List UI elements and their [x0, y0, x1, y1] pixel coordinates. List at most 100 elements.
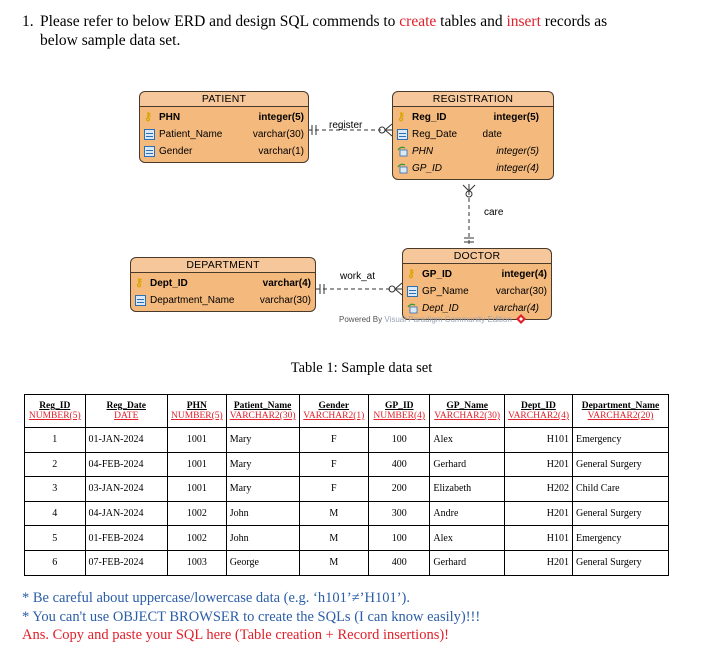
- register-connector: [308, 123, 393, 137]
- attr-name: Department_Name: [150, 295, 235, 306]
- attr-name: Reg_Date: [412, 129, 458, 140]
- cell-gp-name: Gerhard: [429, 549, 505, 576]
- attr-name: Dept_ID: [150, 278, 188, 289]
- column-icon: [407, 286, 418, 297]
- note-case-sensitivity: * Be careful about uppercase/lowercase d…: [22, 590, 411, 606]
- cell-reg-date: 03-JAN-2024: [84, 476, 168, 502]
- table-row: 4 04-JAN-2024 1002 John M 300 Andre H201…: [24, 500, 669, 527]
- attr-type: integer(5): [496, 146, 539, 157]
- cell-gp-name: Elizabeth: [429, 476, 505, 502]
- cell-gp-id: 400: [368, 451, 431, 478]
- column-icon: [135, 295, 146, 306]
- cell-phn: 1001: [166, 451, 227, 478]
- entity-department: DEPARTMENT ⚷ Dept_ID varchar(4) Departme…: [130, 257, 316, 312]
- attr-type: varchar(1): [258, 146, 304, 157]
- cell-gp-name: Alex: [429, 525, 505, 551]
- watermark-brand: Visual Paradigm Community Edition: [384, 315, 512, 324]
- primary-key-icon: ⚷: [144, 111, 153, 123]
- question-number: 1.: [22, 13, 34, 30]
- cell-dept-id: H101: [503, 427, 574, 453]
- cell-dept-id: H201: [503, 500, 574, 527]
- primary-key-icon: ⚷: [397, 111, 406, 123]
- attr-name: Reg_ID: [412, 112, 447, 123]
- attr-type: date: [482, 129, 502, 140]
- table-row: 3 03-JAN-2024 1001 Mary F 200 Elizabeth …: [24, 476, 669, 502]
- attr-name: Dept_ID: [422, 303, 459, 314]
- entity-title: DOCTOR: [402, 248, 552, 263]
- attr-name: GP_ID: [412, 163, 443, 174]
- entity-title: DEPARTMENT: [130, 257, 316, 272]
- attr-type: integer(4): [501, 269, 547, 280]
- entity-doctor: DOCTOR ⚷ GP_ID integer(4) GP_Name varcha…: [402, 248, 552, 320]
- cell-patient-name: Mary: [225, 427, 300, 453]
- cell-reg-date: 04-JAN-2024: [84, 500, 168, 527]
- question-part3: records as: [540, 13, 608, 30]
- erd-connectors: [308, 123, 476, 296]
- attr-name: GP_Name: [422, 286, 469, 297]
- primary-key-icon: ⚷: [135, 277, 144, 289]
- attr-type: varchar(30): [252, 129, 304, 140]
- question-part2: tables and: [436, 13, 507, 30]
- column-icon: [397, 129, 408, 140]
- cell-gp-name: Gerhard: [429, 451, 505, 478]
- cell-phn: 1003: [166, 549, 227, 576]
- cell-gp-id: 300: [368, 500, 431, 527]
- keyword-insert: insert: [506, 13, 541, 30]
- cell-gender: M: [298, 549, 370, 576]
- attr-row: ⚷ PHN integer(5): [144, 109, 304, 126]
- attr-type: varchar(30): [259, 295, 311, 306]
- entity-registration: REGISTRATION ⚷ Reg_ID integer(5) Reg_Dat…: [392, 91, 554, 180]
- cell-department-name: General Surgery: [572, 549, 669, 576]
- primary-key-icon: ⚷: [407, 268, 416, 280]
- cell-reg-id: 6: [24, 549, 86, 576]
- table-row: 6 07-FEB-2024 1003 George M 400 Gerhard …: [24, 549, 669, 576]
- cell-patient-name: Mary: [225, 451, 300, 478]
- cell-gp-id: 400: [368, 549, 431, 576]
- question-part1: Please refer to below ERD and design SQL…: [40, 13, 400, 30]
- attr-name: GP_ID: [422, 269, 453, 280]
- cell-gender: M: [298, 525, 370, 551]
- question-text: 1. Please refer to below ERD and design S…: [22, 12, 712, 50]
- cell-patient-name: John: [225, 525, 300, 551]
- cell-department-name: Emergency: [572, 427, 669, 453]
- cell-reg-date: 01-FEB-2024: [84, 525, 168, 551]
- cell-reg-id: 2: [24, 451, 86, 478]
- attr-row: PHN integer(5): [397, 143, 549, 160]
- attr-row: Reg_Date date: [397, 126, 549, 143]
- attr-row: Dept_ID varchar(4): [407, 300, 547, 317]
- notes-section: * Be careful about uppercase/lowercase d…: [22, 589, 480, 645]
- cell-reg-id: 5: [24, 525, 86, 551]
- foreign-key-icon: [397, 146, 408, 157]
- attr-type: integer(4): [496, 163, 539, 174]
- cell-gp-name: Alex: [429, 427, 505, 453]
- table-row: 5 01-FEB-2024 1002 John M 100 Alex H101 …: [24, 525, 669, 551]
- visual-paradigm-logo-icon: [516, 314, 527, 324]
- attr-row: Patient_Name varchar(30): [144, 126, 304, 143]
- cell-phn: 1002: [166, 525, 227, 551]
- care-connector: [462, 184, 476, 247]
- relationship-label-work-at: work_at: [340, 271, 376, 282]
- cell-reg-date: 04-FEB-2024: [84, 451, 168, 478]
- cell-reg-date: 01-JAN-2024: [84, 427, 168, 453]
- entity-title: REGISTRATION: [392, 91, 554, 106]
- cell-dept-id: H202: [503, 476, 574, 502]
- cell-phn: 1002: [166, 500, 227, 527]
- relationship-label-care: care: [484, 207, 504, 218]
- caption-text: Table 1: Sample data set: [290, 360, 433, 376]
- cell-department-name: General Surgery: [572, 500, 669, 527]
- cell-patient-name: John: [225, 500, 300, 527]
- cell-gender: F: [298, 476, 370, 502]
- cell-reg-date: 07-FEB-2024: [84, 549, 168, 576]
- entity-patient: PATIENT ⚷ PHN integer(5) Patient_Name va…: [139, 91, 309, 163]
- attr-name: Gender: [159, 146, 193, 157]
- erd-diagram: PATIENT ⚷ PHN integer(5) Patient_Name va…: [130, 91, 554, 324]
- attr-row: ⚷ Dept_ID varchar(4): [135, 275, 311, 292]
- attr-name: PHN: [159, 112, 181, 123]
- attr-name: PHN: [412, 146, 434, 157]
- attr-type: varchar(4): [262, 278, 311, 289]
